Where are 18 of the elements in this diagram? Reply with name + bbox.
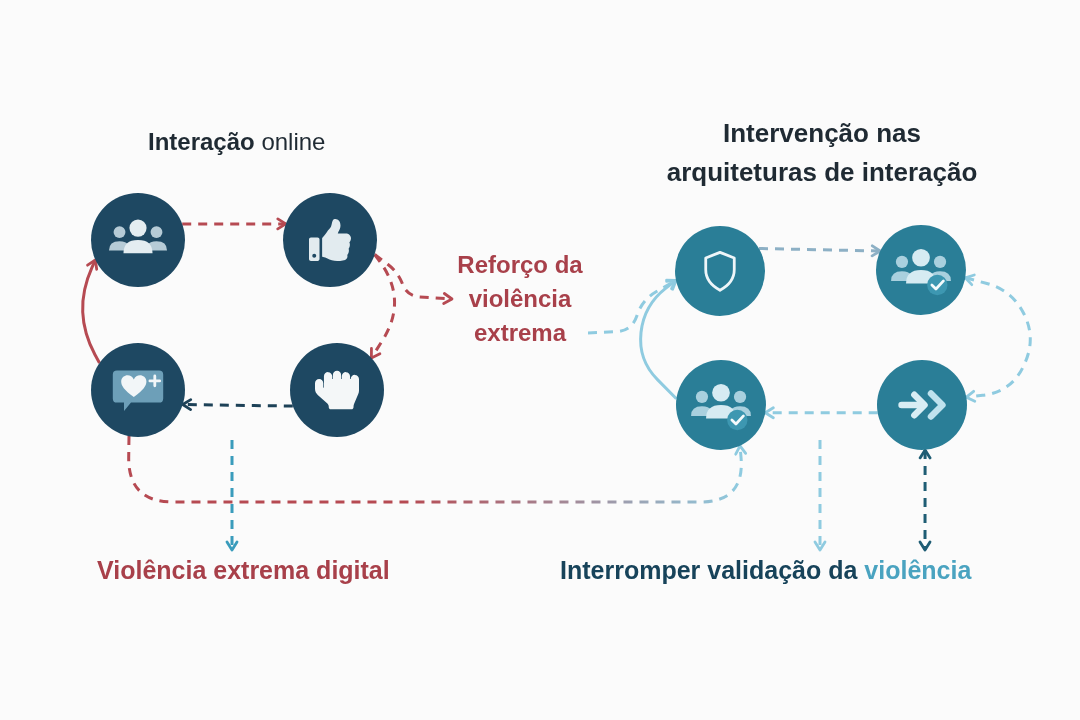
- dashed-arrow: [373, 253, 454, 305]
- caption-text: Interromper validação da: [560, 555, 858, 586]
- dashed-arrow: [225, 440, 239, 552]
- section-heading: Interação online: [148, 127, 326, 157]
- section-heading: Intervenção nas arquiteturas de interação: [665, 117, 979, 189]
- dashed-arrow: [181, 398, 293, 411]
- dashed-arrow: [763, 406, 878, 420]
- dashed-arrow: [813, 440, 827, 552]
- dashed-arrow: [758, 244, 882, 258]
- arrow: [639, 279, 678, 400]
- dashed-double-headed-arrow: [918, 448, 932, 552]
- arrow: [81, 258, 101, 364]
- dashed-double-headed-arrow: [963, 273, 1032, 403]
- caption-text: violência: [864, 555, 972, 586]
- dashed-arrow: [127, 436, 748, 504]
- dashed-arrow: [182, 217, 288, 231]
- annotation-text: Reforço da violência extrema: [452, 248, 588, 350]
- caption-text: Violência extrema digital: [97, 550, 390, 590]
